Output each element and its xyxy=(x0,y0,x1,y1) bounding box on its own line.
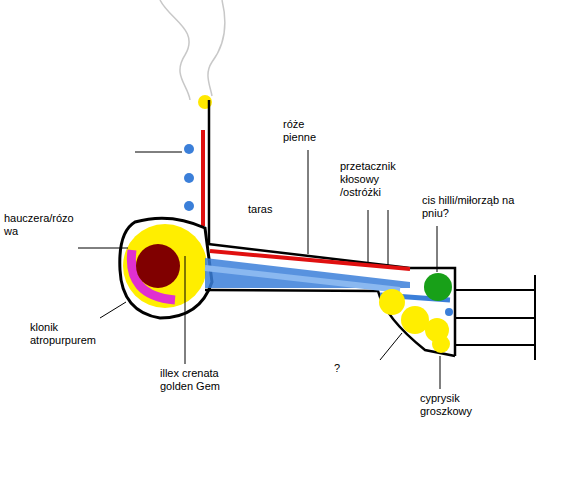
leader-line xyxy=(380,333,402,360)
rose-row xyxy=(210,251,410,269)
cypress xyxy=(379,289,405,315)
leader-line xyxy=(308,150,309,254)
leader-line xyxy=(437,226,438,272)
path-outline xyxy=(208,0,225,96)
bed-edge xyxy=(205,290,455,356)
plant-label: illex crenata golden Gem xyxy=(160,367,238,393)
plant-label: cyprysik groszkowy xyxy=(420,392,500,418)
bed-edge xyxy=(208,244,455,356)
stair xyxy=(455,289,535,291)
leader-line xyxy=(100,302,126,318)
bed-edge xyxy=(208,100,211,245)
lavender-band xyxy=(205,268,400,290)
area-label: taras xyxy=(248,203,288,216)
round-bed xyxy=(120,218,212,318)
plant-label: klonik atropurpurem xyxy=(30,321,112,347)
leader-line xyxy=(185,256,186,364)
yew xyxy=(424,273,452,301)
leader-line xyxy=(78,248,128,249)
plant-label: hauczera/rózo wa xyxy=(4,212,78,238)
leader-line xyxy=(368,210,369,262)
plant xyxy=(184,173,194,183)
leader-line xyxy=(135,152,182,153)
stair xyxy=(455,317,535,319)
plant-label: przetacznik kłosowy /ostróżki xyxy=(340,160,420,199)
illex-ring xyxy=(123,224,207,308)
rose-row xyxy=(201,130,205,226)
leader-line xyxy=(388,210,389,265)
path-outline xyxy=(160,0,190,100)
maple xyxy=(136,244,180,288)
plant-label: cis hilli/miłorząb na pniu? xyxy=(422,194,522,220)
plant xyxy=(184,201,194,211)
plant xyxy=(184,144,194,154)
stair xyxy=(534,275,536,360)
leader-line xyxy=(440,356,441,389)
cypress xyxy=(432,335,450,353)
note: ? xyxy=(334,362,354,375)
cypress xyxy=(401,306,429,334)
stair xyxy=(455,344,535,346)
plant xyxy=(445,308,453,316)
plant-label: róże pienne xyxy=(283,118,333,144)
